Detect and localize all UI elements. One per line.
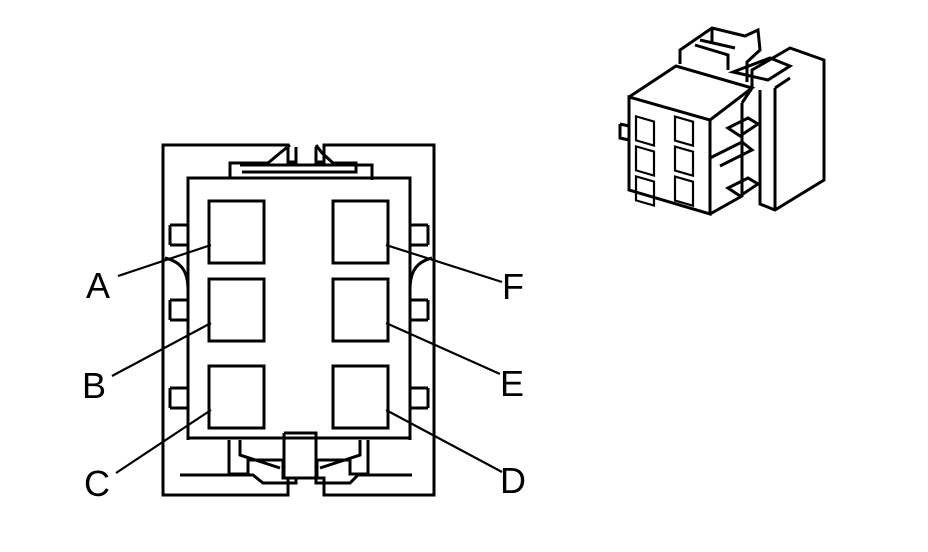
leader-a	[117, 243, 212, 278]
iso-top-latch	[678, 26, 762, 82]
iso-cavity-4	[673, 145, 695, 178]
cavity-b	[207, 277, 266, 343]
leader-c	[115, 409, 212, 474]
side-rail-left	[164, 178, 190, 440]
bottom-latch	[227, 431, 370, 480]
pin-label-a: A	[86, 265, 110, 306]
pin-label-e: E	[500, 363, 524, 404]
leader-d	[385, 409, 503, 473]
connector-isometric-view	[618, 26, 826, 217]
pin-label-b: B	[82, 365, 106, 406]
leader-b	[111, 322, 212, 377]
iso-top-face	[628, 64, 756, 122]
leader-f	[385, 243, 503, 284]
pin-label-c: C	[84, 463, 110, 504]
iso-cavity-5	[634, 174, 656, 207]
cavity-d	[331, 364, 390, 430]
side-rail-right	[408, 178, 433, 440]
pin-label-f: F	[502, 266, 524, 307]
iso-front-face	[627, 95, 712, 217]
iso-side-details	[618, 116, 761, 198]
cavity-a	[207, 199, 266, 265]
iso-side-frame	[727, 46, 826, 212]
leader-e	[385, 321, 501, 376]
cavity-c	[207, 364, 266, 430]
iso-cavity-2	[673, 115, 695, 148]
cavity-f	[331, 199, 390, 265]
iso-right-body	[709, 87, 754, 216]
housing-outer-outline	[161, 143, 436, 497]
top-latch	[228, 143, 374, 180]
pin-label-d: D	[500, 460, 526, 501]
housing-inner	[186, 176, 412, 440]
cavity-e	[331, 277, 390, 343]
iso-cavity-1	[634, 114, 656, 147]
iso-cavity-3	[634, 144, 656, 177]
connector-face-view: A B C D E F	[82, 143, 526, 504]
iso-cavity-6	[673, 175, 695, 208]
